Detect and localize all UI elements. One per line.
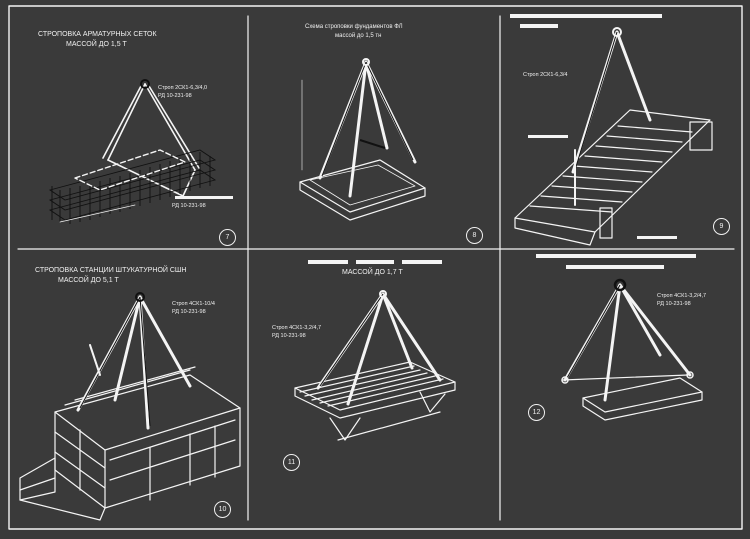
panel-10-subtitle: МАССОЙ ДО 5,1 Т bbox=[58, 277, 119, 284]
panel-12-number: 12 bbox=[528, 404, 545, 421]
panel-12-subtitle-bar bbox=[566, 265, 664, 269]
panel-7-sling-label: Строп 2СК1-6,3/4,0 bbox=[158, 85, 208, 91]
panel-10-sling-label: Строп 4СК1-10/4 bbox=[172, 301, 215, 307]
panel-9-drawing bbox=[514, 27, 713, 246]
panel-12-doc-label: РД 10-231-98 bbox=[657, 301, 691, 307]
sheet-frame bbox=[8, 5, 743, 530]
panel-12-title-bar bbox=[536, 254, 696, 258]
panel-8-drawing bbox=[299, 58, 426, 221]
panel-9-number: 9 bbox=[713, 218, 730, 235]
panel-11-sling-label: Строп 4СК1-3,2/4,7 bbox=[272, 325, 322, 331]
panel-9-subtitle-bar bbox=[520, 24, 558, 28]
panel-11-title-bar-c bbox=[402, 260, 442, 264]
panel-7-doc-label: РД 10-231-98 bbox=[158, 93, 192, 99]
panel-11-title-bar-a bbox=[308, 260, 348, 264]
panel-11-title: МАССОЙ ДО 1,7 Т bbox=[342, 269, 403, 276]
panel-9-sling-label: Строп 2СК1-6,3/4 bbox=[523, 72, 568, 78]
panel-9-label-bar-2 bbox=[637, 236, 677, 239]
panel-10-title: СТРОПОВКА СТАНЦИИ ШТУКАТУРНОЙ СШН bbox=[35, 267, 187, 274]
panel-7-title: СТРОПОВКА АРМАТУРНЫХ СЕТОК bbox=[38, 31, 157, 38]
panel-11-doc-label: РД 10-231-98 bbox=[272, 333, 306, 339]
panel-7-doc-label-2: РД 10-231-98 bbox=[172, 203, 206, 209]
panel-8-title: Схема строповки фундаментов ФЛ bbox=[305, 24, 403, 30]
panel-10-drawing bbox=[19, 292, 241, 521]
panel-11-drawing bbox=[294, 290, 456, 441]
panel-12-drawing bbox=[561, 278, 703, 421]
panel-8-number: 8 bbox=[466, 227, 483, 244]
panel-10-number: 10 bbox=[214, 501, 231, 518]
panel-7-drawing bbox=[48, 79, 217, 224]
panel-9-title-bar bbox=[510, 14, 662, 18]
panel-11-title-bar-b bbox=[356, 260, 394, 264]
panel-9-label-bar bbox=[528, 135, 568, 138]
panel-12-sling-label: Строп 4СК1-3,2/4,7 bbox=[657, 293, 707, 299]
panel-7-subtitle: МАССОЙ ДО 1,5 Т bbox=[66, 41, 127, 48]
panel-8-subtitle: массой до 1,5 тн bbox=[335, 33, 382, 39]
panel-7-number: 7 bbox=[219, 229, 236, 246]
panel-11-number: 11 bbox=[283, 454, 300, 471]
panel-7-doc-bar bbox=[175, 196, 233, 199]
panel-10-doc-label: РД 10-231-98 bbox=[172, 309, 206, 315]
